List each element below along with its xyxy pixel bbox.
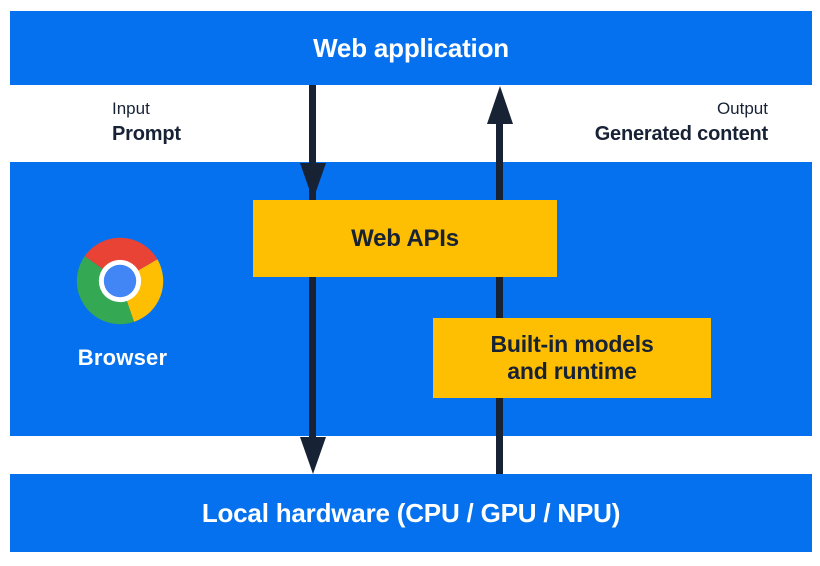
builtin-models-box: Built-in models and runtime	[433, 318, 711, 398]
prompt-down-arrowhead-bottom	[300, 437, 326, 474]
web-application-label: Web application	[313, 32, 509, 63]
local-hardware-label: Local hardware (CPU / GPU / NPU)	[201, 497, 621, 528]
input-value-prompt: Prompt	[112, 123, 181, 145]
output-label-group: Output Generated content	[594, 97, 769, 148]
local-hardware-bar: Local hardware (CPU / GPU / NPU)	[10, 474, 812, 552]
prompt-down-arrowhead-top	[300, 163, 326, 200]
input-label-group: Input Prompt	[112, 97, 181, 148]
output-value-generated-content: Generated content	[594, 123, 769, 145]
input-title: Input	[112, 99, 150, 118]
output-up-arrow-shaft	[496, 122, 503, 474]
chrome-logo-icon	[75, 236, 165, 326]
builtin-models-label-line2: and runtime	[507, 358, 637, 384]
web-apis-box: Web APIs	[253, 200, 557, 277]
web-application-bar: Web application	[10, 11, 812, 85]
output-up-arrowhead	[487, 86, 513, 124]
builtin-models-label-line1: Built-in models	[490, 331, 654, 357]
browser-label: Browser	[77, 345, 168, 370]
output-title: Output	[716, 99, 768, 118]
web-apis-label: Web APIs	[351, 224, 459, 252]
